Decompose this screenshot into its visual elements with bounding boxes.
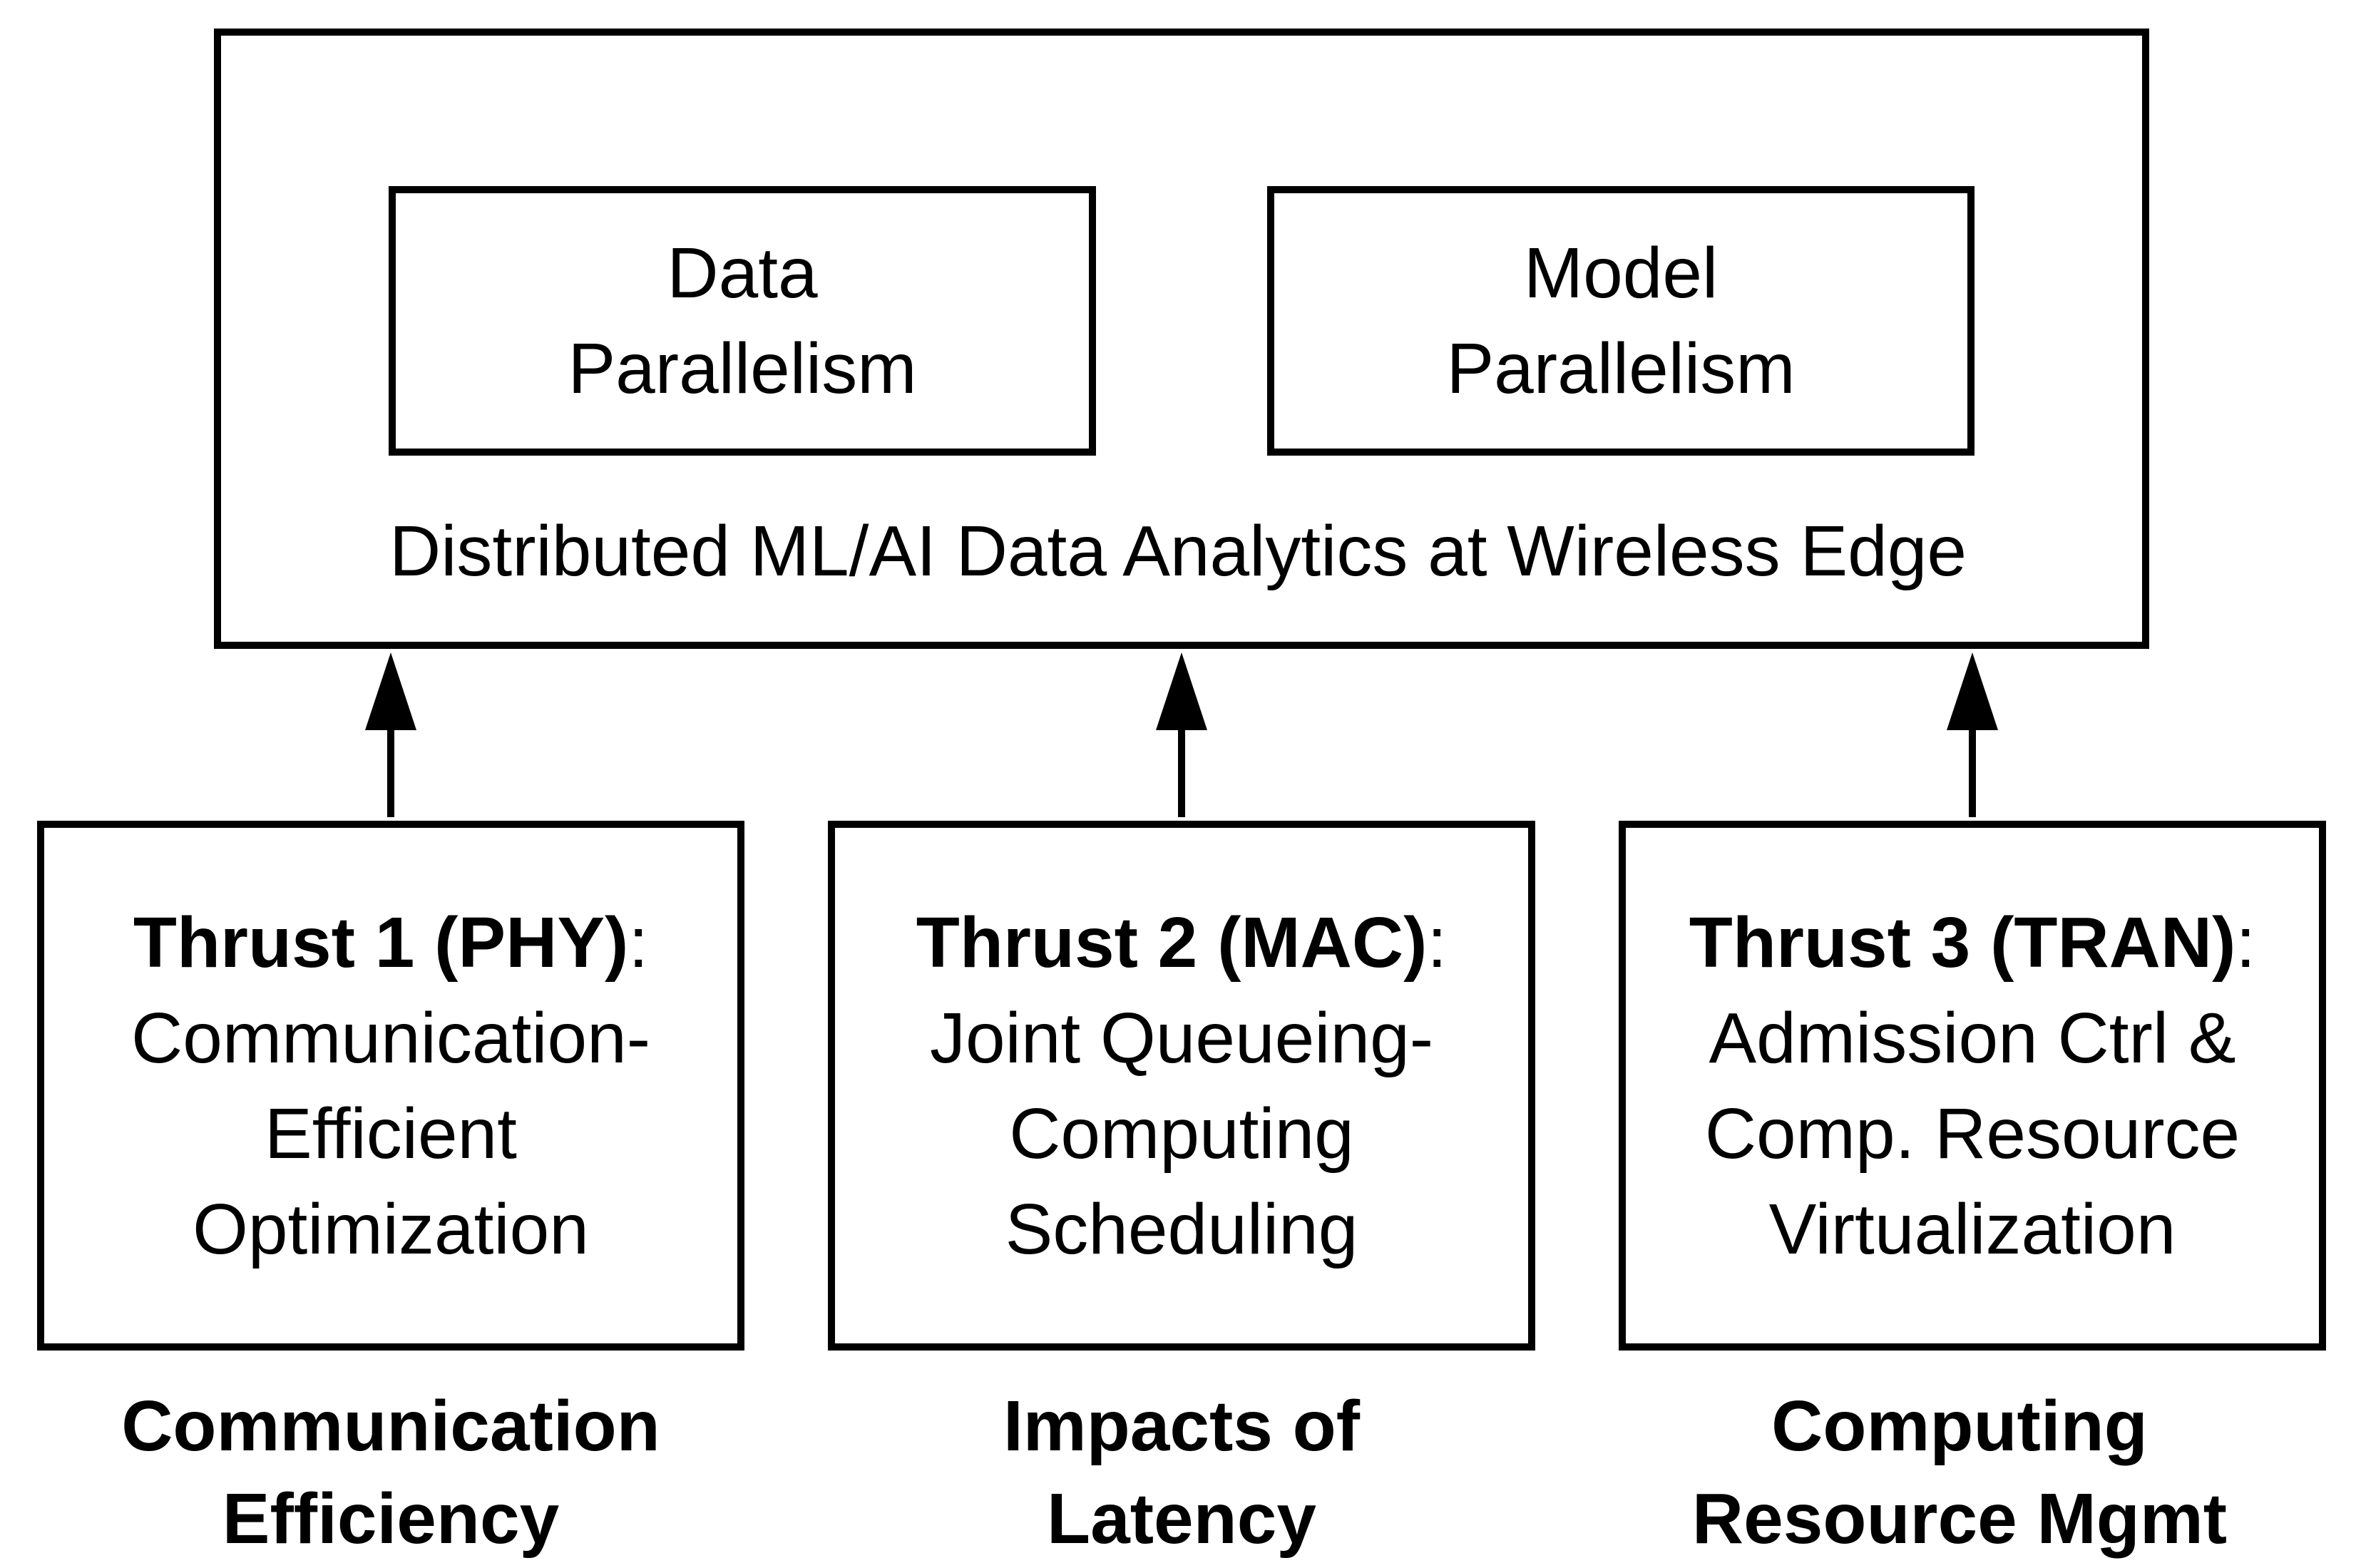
arrow-thrust1 <box>365 652 416 817</box>
thrust2-title: Thrust 2 (MAC) <box>916 902 1428 983</box>
model-parallelism-label: Model Parallelism <box>1274 225 1967 416</box>
thrust3-caption: Computing Resource Mgmt <box>1567 1380 2352 1565</box>
thrust3-caption-line-1: Computing <box>1771 1386 2148 1466</box>
thrust3-title-line: Thrust 3 (TRAN): <box>1626 895 2319 990</box>
thrust1-caption: Communication Efficiency <box>0 1380 783 1565</box>
thrust1-line-3: Optimization <box>193 1189 589 1269</box>
thrust3-colon: : <box>2235 902 2256 983</box>
arrow-thrust3 <box>1947 652 1998 817</box>
thrust3-caption-line-2: Resource Mgmt <box>1691 1479 2228 1559</box>
thrust2-caption: Impacts of Latency <box>789 1380 1574 1565</box>
thrust2-line-3: Scheduling <box>1005 1189 1358 1269</box>
thrust3-box: Thrust 3 (TRAN): Admission Ctrl & Comp. … <box>1619 821 2326 1351</box>
thrust2-line-1: Joint Queueing- <box>929 998 1433 1078</box>
thrust2-box: Thrust 2 (MAC): Joint Queueing- Computin… <box>828 821 1535 1351</box>
thrust1-box: Thrust 1 (PHY): Communication- Efficient… <box>37 821 744 1351</box>
distributed-analytics-label: Distributed ML/AI Data Analytics at Wire… <box>389 511 1967 591</box>
thrust2-line-2: Computing <box>1009 1093 1354 1174</box>
model-parallelism-box: Model Parallelism <box>1267 186 1975 456</box>
thrust2-text: Thrust 2 (MAC): Joint Queueing- Computin… <box>835 895 1528 1277</box>
thrust1-caption-line-1: Communication <box>121 1386 660 1466</box>
thrust3-title: Thrust 3 (TRAN) <box>1689 902 2236 983</box>
thrust3-line-2: Comp. Resource <box>1704 1093 2240 1174</box>
data-parallelism-label: Data Parallelism <box>396 225 1089 416</box>
data-parallelism-box: Data Parallelism <box>389 186 1096 456</box>
data-parallelism-line-1: Data <box>667 233 818 313</box>
arrow-thrust2 <box>1156 652 1207 817</box>
thrust2-caption-line-1: Impacts of <box>1003 1386 1361 1466</box>
thrust1-title-line: Thrust 1 (PHY): <box>44 895 737 990</box>
thrust3-line-1: Admission Ctrl & <box>1709 998 2236 1078</box>
thrust1-line-2: Efficient <box>265 1093 517 1174</box>
thrust2-caption-line-2: Latency <box>1047 1479 1316 1559</box>
thrust1-caption-line-2: Efficiency <box>222 1479 560 1559</box>
thrust3-line-3: Virtualization <box>1768 1189 2176 1269</box>
thrust1-colon: : <box>628 902 649 983</box>
thrust1-title: Thrust 1 (PHY) <box>133 902 629 983</box>
thrust2-title-line: Thrust 2 (MAC): <box>835 895 1528 990</box>
thrust1-line-1: Communication- <box>130 998 651 1078</box>
thrust1-text: Thrust 1 (PHY): Communication- Efficient… <box>44 895 737 1277</box>
model-parallelism-line-1: Model <box>1523 233 1719 313</box>
data-parallelism-line-2: Parallelism <box>568 329 917 409</box>
thrust2-colon: : <box>1427 902 1448 983</box>
thrust3-text: Thrust 3 (TRAN): Admission Ctrl & Comp. … <box>1626 895 2319 1277</box>
model-parallelism-line-2: Parallelism <box>1446 329 1796 409</box>
